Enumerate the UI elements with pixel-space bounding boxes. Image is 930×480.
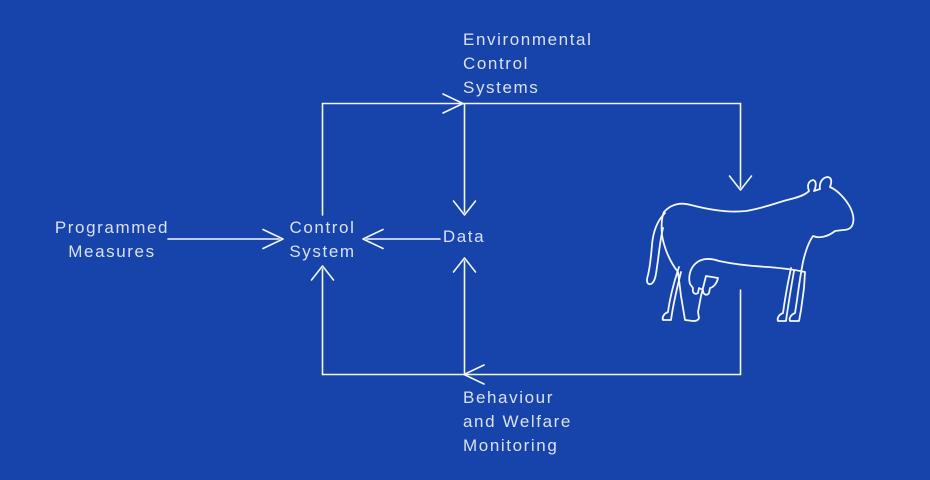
edge-monitoring-to-data bbox=[452, 257, 477, 376]
node-label-line: Control bbox=[289, 218, 356, 237]
arrowhead-right-icon bbox=[442, 93, 464, 114]
arrowhead-up-icon bbox=[452, 257, 477, 273]
edge-environment-to-data bbox=[452, 102, 477, 216]
node-label-line: and Welfare bbox=[463, 412, 572, 431]
edge-monitoring-to-control bbox=[310, 265, 335, 376]
node-label-line: Measures bbox=[68, 242, 156, 261]
node-label-line: Control bbox=[463, 54, 530, 73]
edge-data-to-control bbox=[362, 228, 441, 250]
node-label-line: Data bbox=[442, 227, 486, 246]
arrowhead-down-icon bbox=[452, 200, 477, 216]
cow-icon bbox=[646, 176, 855, 322]
node-label-line: Behaviour bbox=[463, 388, 554, 407]
arrowhead-down-icon bbox=[728, 175, 753, 191]
edge-environment-to-cow bbox=[728, 102, 753, 191]
node-label-line: Programmed bbox=[54, 218, 170, 237]
node-programmed-measures: Programmed Measures bbox=[32, 216, 192, 264]
node-control-system: Control System bbox=[252, 216, 393, 264]
edge-cow-to-monitoring bbox=[321, 289, 742, 385]
node-label-line: Systems bbox=[463, 78, 540, 97]
node-label-line: Monitoring bbox=[463, 436, 559, 455]
edge-control-to-environment bbox=[321, 93, 742, 216]
arrowhead-left-icon bbox=[362, 228, 384, 250]
node-behaviour-welfare-monitoring: Behaviour and Welfare Monitoring bbox=[463, 386, 572, 458]
edge-programmed-to-control bbox=[167, 228, 284, 250]
arrowhead-up-icon bbox=[310, 265, 335, 281]
arrowhead-right-icon bbox=[262, 228, 284, 250]
node-label-line: System bbox=[289, 242, 356, 261]
node-data: Data bbox=[424, 225, 504, 249]
node-label-line: Environmental bbox=[463, 30, 593, 49]
node-environmental-control-systems: Environmental Control Systems bbox=[463, 28, 592, 100]
